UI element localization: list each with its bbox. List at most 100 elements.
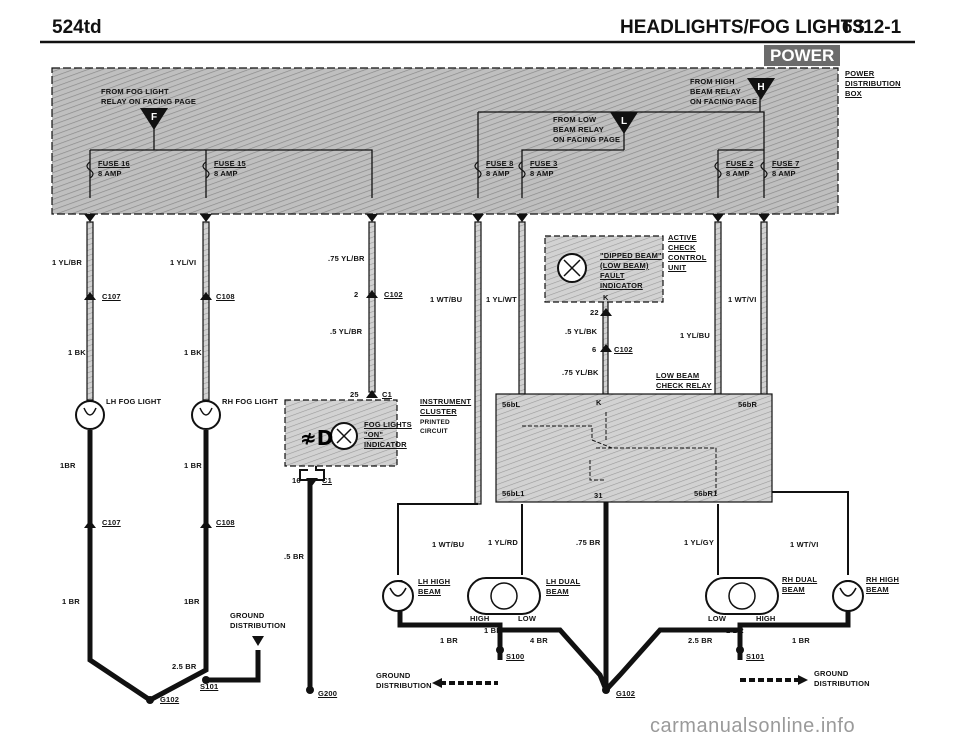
wire-label: 1 WT/VI [790, 540, 819, 549]
connector-c107: C107 [102, 292, 121, 301]
wire-label: 1 WT/BU [430, 295, 463, 304]
lh-dual-label-2: BEAM [546, 587, 569, 596]
rh-dual-label-1: RH DUAL [782, 575, 818, 584]
wire-label: 1 WT/VI [728, 295, 757, 304]
from-low-3: ON FACING PAGE [553, 135, 621, 144]
svg-text:L: L [621, 116, 627, 127]
power-box-label-3: BOX [845, 89, 862, 98]
relay-pin: K [596, 398, 602, 407]
wire-label: .5 YL/BR [330, 327, 363, 336]
fuse-3: FUSE 3 [530, 159, 558, 168]
connector-symbols [84, 290, 744, 704]
svg-text:F: F [151, 112, 157, 123]
from-high-3: ON FACING PAGE [690, 97, 758, 106]
high-label: HIGH [470, 614, 490, 623]
wire-label: 1 BR [726, 626, 744, 635]
splice-s101: S101 [746, 652, 765, 661]
wire-label: 1 YL/WT [486, 295, 517, 304]
cluster-label-2: CLUSTER [420, 407, 457, 416]
fuse-7: FUSE 7 [772, 159, 800, 168]
acc-label-4: UNIT [668, 263, 687, 272]
relay-pin: 56bR [738, 400, 758, 409]
rh-high-label-2: BEAM [866, 585, 889, 594]
fog-indicator-label-1: FOG LIGHTS [364, 420, 412, 429]
wire-label: 1BR [184, 597, 200, 606]
rh-high-beam-icon [832, 580, 864, 612]
wire-label: .75 BR [576, 538, 601, 547]
splice-s100: S100 [506, 652, 525, 661]
ground-dist-3: GROUND [814, 669, 849, 678]
relay-pin: 56bR1 [694, 489, 718, 498]
from-high-2: BEAM RELAY [690, 87, 741, 96]
connector-c102: C102 [614, 345, 633, 354]
fuse-16-amp: 8 AMP [98, 169, 122, 178]
wire-label: .75 YL/BK [562, 368, 599, 377]
low-label: LOW [708, 614, 727, 623]
branch-wires [299, 392, 849, 575]
fuse-15: FUSE 15 [214, 159, 246, 168]
rh-dual-label-2: BEAM [782, 585, 805, 594]
from-low-1: FROM LOW [553, 115, 597, 124]
relay-pin: 31 [594, 491, 603, 500]
relay-label-2: CHECK RELAY [656, 381, 712, 390]
from-fog-1: FROM FOG LIGHT [101, 87, 169, 96]
fuse-2-amp: 8 AMP [726, 169, 750, 178]
wire-label: 1 YL/RD [488, 538, 519, 547]
wire-label: 1 BK [184, 348, 202, 357]
fault-indicator-lamp-icon [557, 253, 587, 283]
power-distribution-box [51, 67, 839, 215]
high-beam-relay-marker-icon: H [747, 78, 775, 100]
wire-label: 1 WT/BU [432, 540, 465, 549]
wire-label: .5 YL/BK [565, 327, 598, 336]
wire-label: .75 YL/BR [328, 254, 365, 263]
fog-symbol-icon: ≉D [300, 426, 333, 450]
connector-c1: C1 [322, 476, 332, 485]
connector-pin: 2 [354, 290, 359, 299]
rh-fog-light-icon [191, 400, 221, 430]
power-tab: POWER [764, 45, 841, 66]
wire-label: 2.5 BR [688, 636, 713, 645]
lh-high-beam-icon [382, 580, 414, 612]
ground-g102: G102 [616, 689, 636, 698]
page-title: HEADLIGHTS/FOG LIGHTS [620, 17, 865, 38]
connector-pin: 25 [350, 390, 359, 399]
ground-dist-2b: DISTRIBUTION [376, 681, 432, 690]
ground-wires [87, 430, 851, 703]
wire-label: 1 BR [792, 636, 810, 645]
fault-label-1: "DIPPED BEAM" [600, 251, 662, 260]
wire-label: 4 BR [530, 636, 548, 645]
ground-g200: G200 [318, 689, 338, 698]
connector-c107: C107 [102, 518, 121, 527]
acc-label-1: ACTIVE [668, 233, 697, 242]
connector-c108: C108 [216, 292, 235, 301]
wire-label: 1 BR [440, 636, 458, 645]
svg-text:H: H [757, 82, 764, 93]
ground-distribution-links [440, 678, 800, 685]
from-low-2: BEAM RELAY [553, 125, 604, 134]
cluster-label-1: INSTRUMENT [420, 397, 472, 406]
lh-high-label-2: BEAM [418, 587, 441, 596]
connector-pin: K [603, 293, 609, 302]
acc-label-3: CONTROL [668, 253, 707, 262]
from-fog-2: RELAY ON FACING PAGE [101, 97, 197, 106]
wire-label: 1 BR [184, 461, 202, 470]
relay-label-1: LOW BEAM [656, 371, 700, 380]
wire-label: 1 BR [62, 597, 80, 606]
rh-fog-light-label: RH FOG LIGHT [222, 397, 279, 406]
fog-relay-marker-icon: F [140, 108, 168, 130]
section-number: 6312-1 [842, 17, 902, 38]
fuse-3-amp: 8 AMP [530, 169, 554, 178]
ground-dist-1: GROUND [230, 611, 265, 620]
fault-label-3: FAULT [600, 271, 625, 280]
ground-dist-1b: DISTRIBUTION [230, 621, 286, 630]
from-high-1: FROM HIGH [690, 77, 735, 86]
wire-label: 1 BR [484, 626, 502, 635]
wire-label: 1 YL/GY [684, 538, 715, 547]
rh-dual-beam-icon [705, 577, 779, 615]
connector-pin: 16 [292, 476, 301, 485]
ground-dist-3b: DISTRIBUTION [814, 679, 870, 688]
wire-label: 1 BK [68, 348, 86, 357]
wire-label: 1 YL/BR [52, 258, 83, 267]
acc-label-2: CHECK [668, 243, 696, 252]
